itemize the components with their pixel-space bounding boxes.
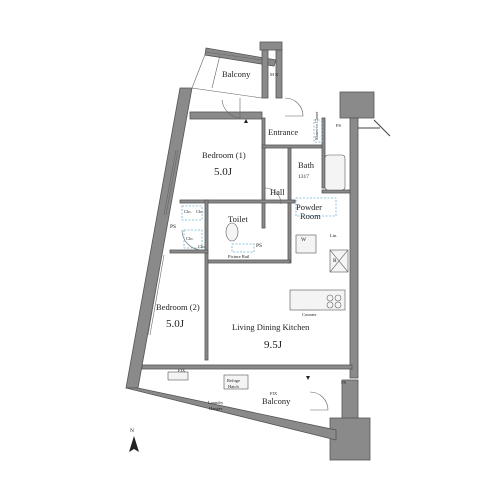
arrow-marker: [306, 376, 310, 380]
label-bath-name: Bath: [298, 160, 315, 170]
label-bath-size: 1317: [298, 174, 309, 180]
label-bedroom1-size: 5.0J: [214, 166, 233, 178]
label-entrance: Entrance: [268, 127, 298, 137]
label-clo-2: Clo.: [196, 209, 204, 214]
label-powder-room-1: Powder: [296, 202, 322, 212]
label-r: R: [333, 258, 337, 264]
label-ps-top: PS: [336, 123, 342, 128]
label-clo-4: Clo.: [198, 244, 206, 249]
label-laundry-2: Hanger: [209, 406, 223, 411]
label-powder-room-2: Room: [300, 211, 321, 221]
label-ps-bottom: PS: [341, 380, 347, 385]
exterior-rail: [358, 119, 391, 137]
balcony-top: [191, 51, 263, 99]
label-mb: M B: [270, 72, 278, 77]
label-bedroom1-name: Bedroom (1): [202, 150, 246, 160]
room-labels: Balcony M B Entrance PS Shoes-in Closet …: [156, 69, 347, 411]
fixtures: [167, 154, 349, 390]
label-counter: Counter: [302, 312, 317, 317]
label-ps-mid: PS: [256, 243, 262, 249]
label-ldk-name: Living Dining Kitchen: [232, 322, 310, 332]
label-lin: Lin.: [330, 233, 337, 238]
outer-walls: [125, 41, 375, 461]
label-laundry-1: Laundry: [208, 400, 224, 405]
label-shoes-in-closet: Shoes-in Closet: [314, 111, 319, 140]
label-toilet: Toilet: [228, 214, 248, 224]
doors: [181, 97, 329, 411]
label-ldk-size: 9.5J: [264, 339, 283, 351]
label-clo-1: Clo.: [184, 209, 192, 214]
arrow-marker: [244, 119, 248, 123]
label-bedroom2-name: Bedroom (2): [156, 302, 200, 312]
north-arrow-icon: [129, 436, 139, 452]
label-refuge-hatch-1: Refuge: [227, 378, 240, 383]
label-fix-1: FIX: [178, 368, 186, 373]
north-label: N: [130, 428, 134, 434]
label-picture-rail: Picture Rail: [228, 254, 250, 259]
label-refuge-hatch-2: Hatch: [228, 384, 239, 389]
label-fix-2: FIX: [270, 391, 278, 396]
label-hall: Hall: [270, 187, 285, 197]
label-balcony-bottom: Balcony: [262, 396, 291, 406]
label-clo-3: Clo.: [186, 236, 194, 241]
label-balcony-top: Balcony: [222, 69, 251, 79]
label-bedroom2-size: 5.0J: [166, 318, 185, 330]
left-windows: [147, 149, 179, 336]
north-arrow: N: [129, 428, 139, 452]
label-w: W: [301, 237, 307, 243]
label-ps-left: PS: [170, 224, 176, 230]
